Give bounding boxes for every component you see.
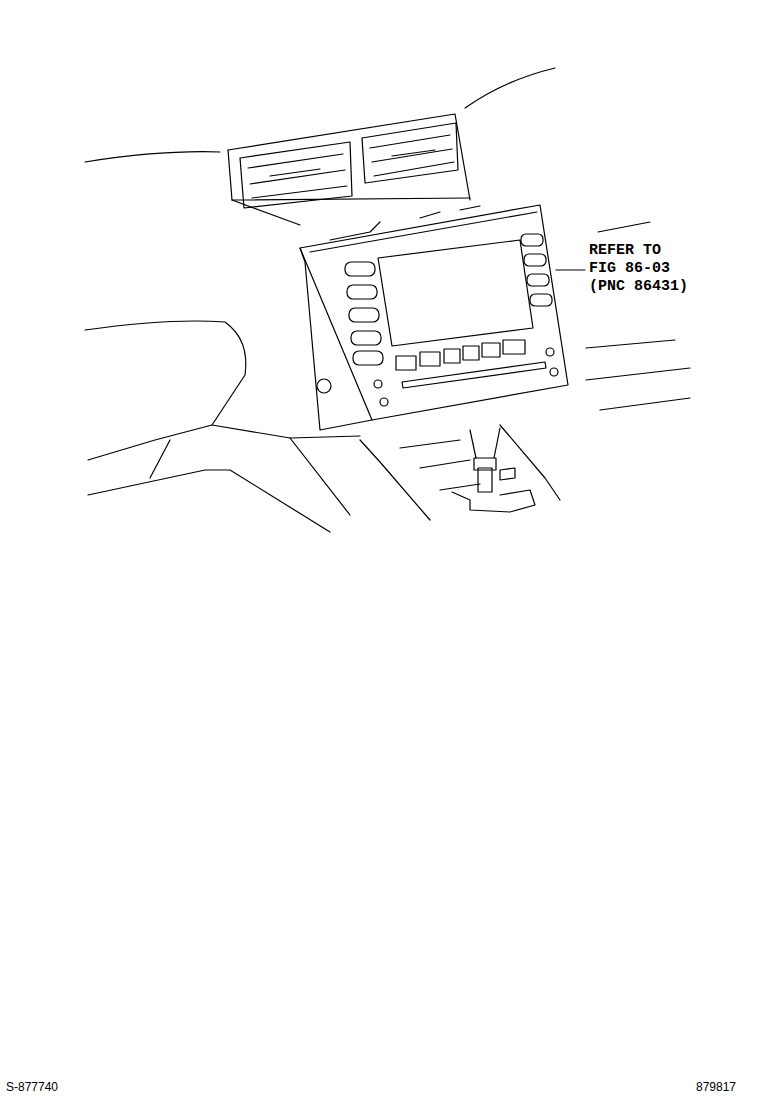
- illustration-number: 879817: [696, 1080, 736, 1094]
- reference-note: REFER TO FIG 86-03 (PNC 86431): [589, 242, 693, 296]
- sheet-code: S-877740: [6, 1080, 58, 1094]
